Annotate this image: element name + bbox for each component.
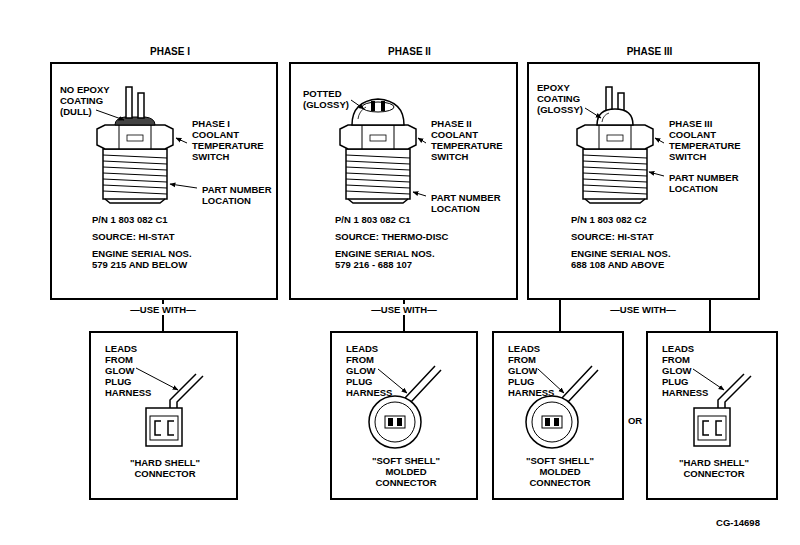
switch-callout: PHASE I COOLANT TEMPERATURE SWITCH — [192, 118, 276, 162]
leader-line — [413, 192, 426, 196]
switch-terminals — [597, 87, 633, 125]
connector-caption: "HARD SHELL" CONNECTOR — [668, 457, 760, 479]
leader-line — [170, 184, 197, 188]
hard-shell-plug — [146, 374, 203, 446]
phase-panel: PHASE INO EPOXY COATING (DULL)PHASE I CO… — [50, 62, 278, 300]
switch-callout: PHASE II COOLANT TEMPERATURE SWITCH — [431, 118, 515, 162]
connector-panel: LEADS FROM GLOW PLUG HARNESS "SOFT SHELL"… — [330, 331, 478, 500]
coating-callout: POTTED (GLOSSY) — [303, 88, 359, 110]
leads-callout: LEADS FROM GLOW PLUG HARNESS — [508, 343, 562, 398]
switch-body — [577, 125, 653, 203]
leader-line — [136, 368, 178, 390]
source-note: SOURCE: HI-STAT — [92, 231, 272, 242]
connector-panel: LEADS FROM GLOW PLUG HARNESS "HARD SHELL"… — [89, 331, 238, 500]
part-number: P/N 1 803 082 C2 — [571, 214, 751, 225]
connector-caption: "SOFT SHELL" MOLDED CONNECTOR — [517, 455, 603, 488]
hard-shell-plug — [694, 374, 751, 446]
switch-callout: PHASE III COOLANT TEMPERATURE SWITCH — [669, 118, 753, 162]
coating-callout: EPOXY COATING (GLOSSY) — [537, 82, 599, 115]
leader-line — [585, 108, 601, 118]
figure-code: CG-14698 — [714, 517, 762, 528]
soft-shell-plug — [526, 366, 598, 448]
connector-line — [559, 300, 561, 331]
leads-callout: LEADS FROM GLOW PLUG HARNESS — [346, 343, 400, 398]
leader-line — [693, 369, 724, 390]
leader-line — [351, 100, 364, 109]
phase-heading: PHASE II — [295, 46, 524, 57]
use-with-note: —USE WITH— — [608, 304, 677, 315]
switch-body — [97, 125, 173, 203]
switch-body — [340, 125, 416, 203]
serial-range: ENGINE SERIAL NOS. 688 108 AND ABOVE — [571, 248, 679, 270]
source-note: SOURCE: HI-STAT — [571, 231, 751, 242]
leader-lines — [96, 100, 724, 393]
connector-panel: LEADS FROM GLOW PLUG HARNESS "HARD SHELL"… — [646, 331, 778, 500]
connector-caption: "HARD SHELL" CONNECTOR — [119, 457, 211, 479]
leads-callout: LEADS FROM GLOW PLUG HARNESS — [105, 343, 159, 398]
leads-callout: LEADS FROM GLOW PLUG HARNESS — [662, 343, 716, 398]
part-location-callout: PART NUMBER LOCATION — [669, 172, 745, 194]
switch-terminals — [352, 99, 404, 125]
leader-line — [96, 110, 124, 120]
phase-heading: PHASE III — [533, 46, 766, 57]
use-with-note: —USE WITH— — [128, 304, 197, 315]
phase-panel: PHASE IIIEPOXY COATING (GLOSSY)PHASE III… — [527, 62, 760, 300]
part-number: P/N 1 803 082 C1 — [92, 214, 272, 225]
part-location-callout: PART NUMBER LOCATION — [202, 184, 278, 206]
serial-range: ENGINE SERIAL NOS. 579 216 - 688 107 — [335, 248, 443, 270]
leader-line — [649, 172, 664, 176]
connector-panel: LEADS FROM GLOW PLUG HARNESS "SOFT SHELL"… — [492, 331, 624, 500]
part-number: P/N 1 803 082 C1 — [335, 214, 515, 225]
use-with-note: —USE WITH— — [369, 304, 438, 315]
serial-range: ENGINE SERIAL NOS. 579 215 AND BELOW — [92, 248, 200, 270]
phase-panel: PHASE IIPOTTED (GLOSSY)PHASE II COOLANT … — [289, 62, 518, 300]
connector-line — [709, 300, 711, 331]
leader-line — [418, 138, 426, 143]
part-location-callout: PART NUMBER LOCATION — [431, 192, 507, 214]
soft-shell-plug — [369, 366, 441, 448]
phase-heading: PHASE I — [56, 46, 284, 57]
leader-line — [176, 138, 187, 143]
leader-line — [655, 138, 664, 143]
or-note: OR — [626, 415, 644, 426]
connector-caption: "SOFT SHELL" MOLDED CONNECTOR — [363, 455, 449, 488]
coating-callout: NO EPOXY COATING (DULL) — [60, 84, 124, 117]
source-note: SOURCE: THERMO-DISC — [335, 231, 515, 242]
